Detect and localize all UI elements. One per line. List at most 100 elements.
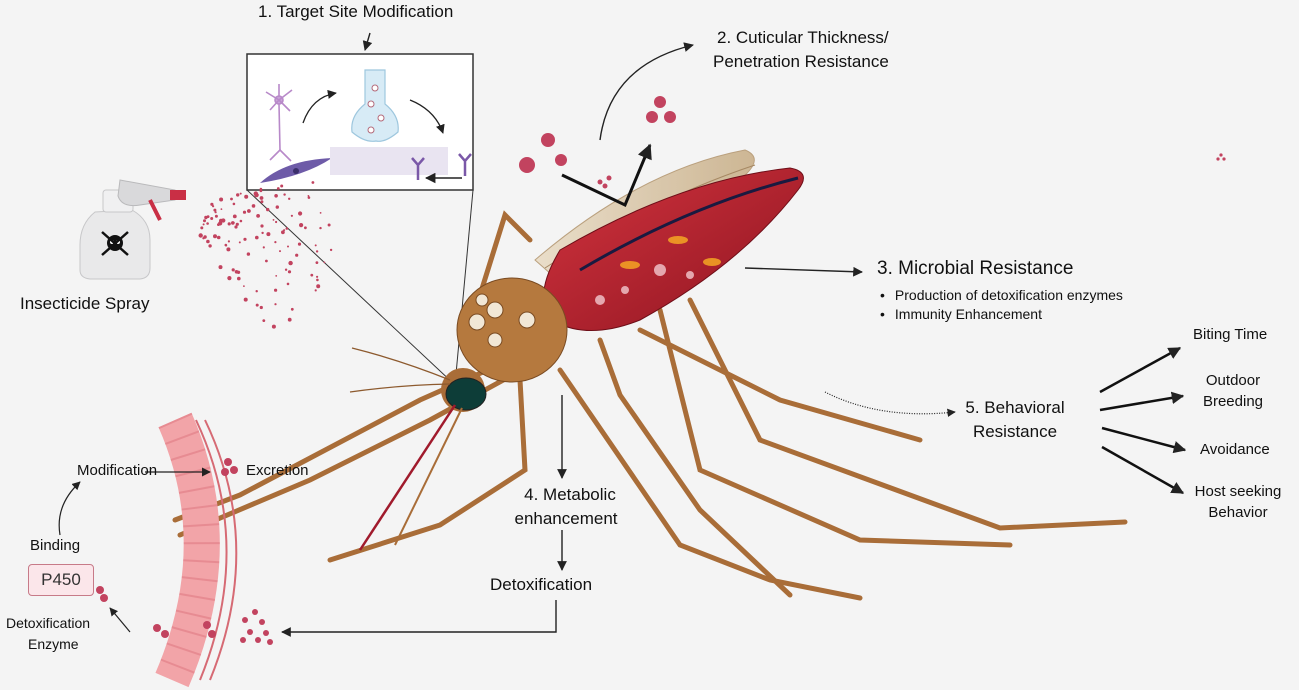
spray-particle [238,241,241,244]
spray-particle [314,244,317,247]
spray-particle [329,248,333,252]
spray-particle [315,250,319,253]
label-biting-time: Biting Time [1193,326,1268,343]
spray-particle [290,214,293,217]
spray-particle [295,253,299,257]
spray-particle [290,307,294,311]
spray-particle [281,230,285,235]
label-cuticular-line2: Penetration Resistance [713,52,889,71]
label-detox-enzyme-line1: Detoxification [6,615,91,631]
spray-particle [216,235,221,240]
enzyme-dots [96,458,273,645]
label-detoxification: Detoxification [490,575,593,594]
label-outdoor-line1: Outdoor [1205,372,1261,389]
spray-particle [310,273,314,277]
label-outdoor-line2: Breeding [1202,393,1264,410]
spray-particle [235,222,239,226]
label-microbial: 3. Microbial Resistance [877,258,1074,279]
spray-particle [206,222,209,225]
spray-particle [243,297,248,302]
spray-particle [316,278,319,282]
label-behavioral-line2: Resistance [972,422,1058,441]
spray-particle [272,219,275,221]
spray-particle [265,259,268,263]
spray-particle [284,268,288,271]
spray-particle [304,226,307,230]
spray-particle [214,211,217,214]
spray-particle [242,210,247,214]
spray-particle [297,242,302,246]
spray-particle [234,270,239,274]
bullet-detox-enzymes: Production of detoxification enzymes [880,287,1123,303]
spray-particle [232,202,236,206]
spray-particle [262,319,266,322]
spray-particle [206,239,210,244]
spray-particle [285,227,289,230]
spray-particle [202,237,205,240]
spray-particle [256,214,260,218]
decorative-mark [1216,153,1226,161]
spray-particle [283,193,286,196]
spray-particle [246,252,251,256]
spray-particle [198,233,203,238]
spray-particle [260,200,264,204]
spray-particle [237,276,241,281]
receptor-icon [411,153,472,180]
neuron-icon [265,84,293,162]
label-cuticular-line1: 2. Cuticular Thickness/ [717,28,889,47]
label-modification: Modification [77,462,158,479]
spray-particle [217,223,220,227]
spray-particle [274,241,277,244]
spray-particle [243,237,247,241]
spray-particle [307,196,311,199]
spray-particle [232,214,237,219]
spray-particles [198,181,333,329]
spray-particle [280,184,284,188]
spray-particle [319,212,322,214]
label-metabolic-line2: enhancement [514,509,618,528]
spray-particle [315,261,319,264]
spray-particle [261,231,264,235]
spray-particle [224,243,228,247]
spray-particle [204,215,208,220]
spray-particle [271,324,276,329]
label-host-line1: Host seeking [1194,483,1282,500]
label-excretion: Excretion [246,462,309,479]
spray-particle [288,197,291,200]
spray-particle [236,193,240,197]
spray-particle [287,270,292,274]
spray-particle [233,221,235,224]
cuticle-particles [519,96,676,189]
spray-particle [275,205,279,209]
thorax [456,277,568,383]
spray-particle [219,197,224,202]
spray-particle [260,224,264,228]
spray-particle [299,223,304,228]
spray-particle [255,303,259,307]
spray-particle [274,194,278,198]
spray-particle [227,240,230,243]
spray-particle [213,208,217,212]
spray-particle [226,247,231,252]
gut-membrane [155,412,238,688]
spray-particle [243,285,245,287]
spray-particle [314,289,317,292]
spray-particle [253,191,258,196]
spray-particle [212,205,215,208]
eye [445,377,487,411]
p450-box: P450 [28,564,94,596]
spray-particle [319,226,322,230]
spray-particle [239,219,243,223]
spray-particle [251,204,256,208]
spray-particle [287,245,289,248]
spray-particle [279,250,281,253]
label-insecticide-spray: Insecticide Spray [20,294,150,313]
label-detox-enzyme-line2: Enzyme [28,636,79,652]
spray-particle [244,194,249,199]
spray-bottle-icon [79,179,186,280]
spray-particle [210,217,214,220]
spray-particle [227,276,232,281]
label-host-line2: Behavior [1208,504,1268,521]
label-avoidance: Avoidance [1200,441,1270,458]
